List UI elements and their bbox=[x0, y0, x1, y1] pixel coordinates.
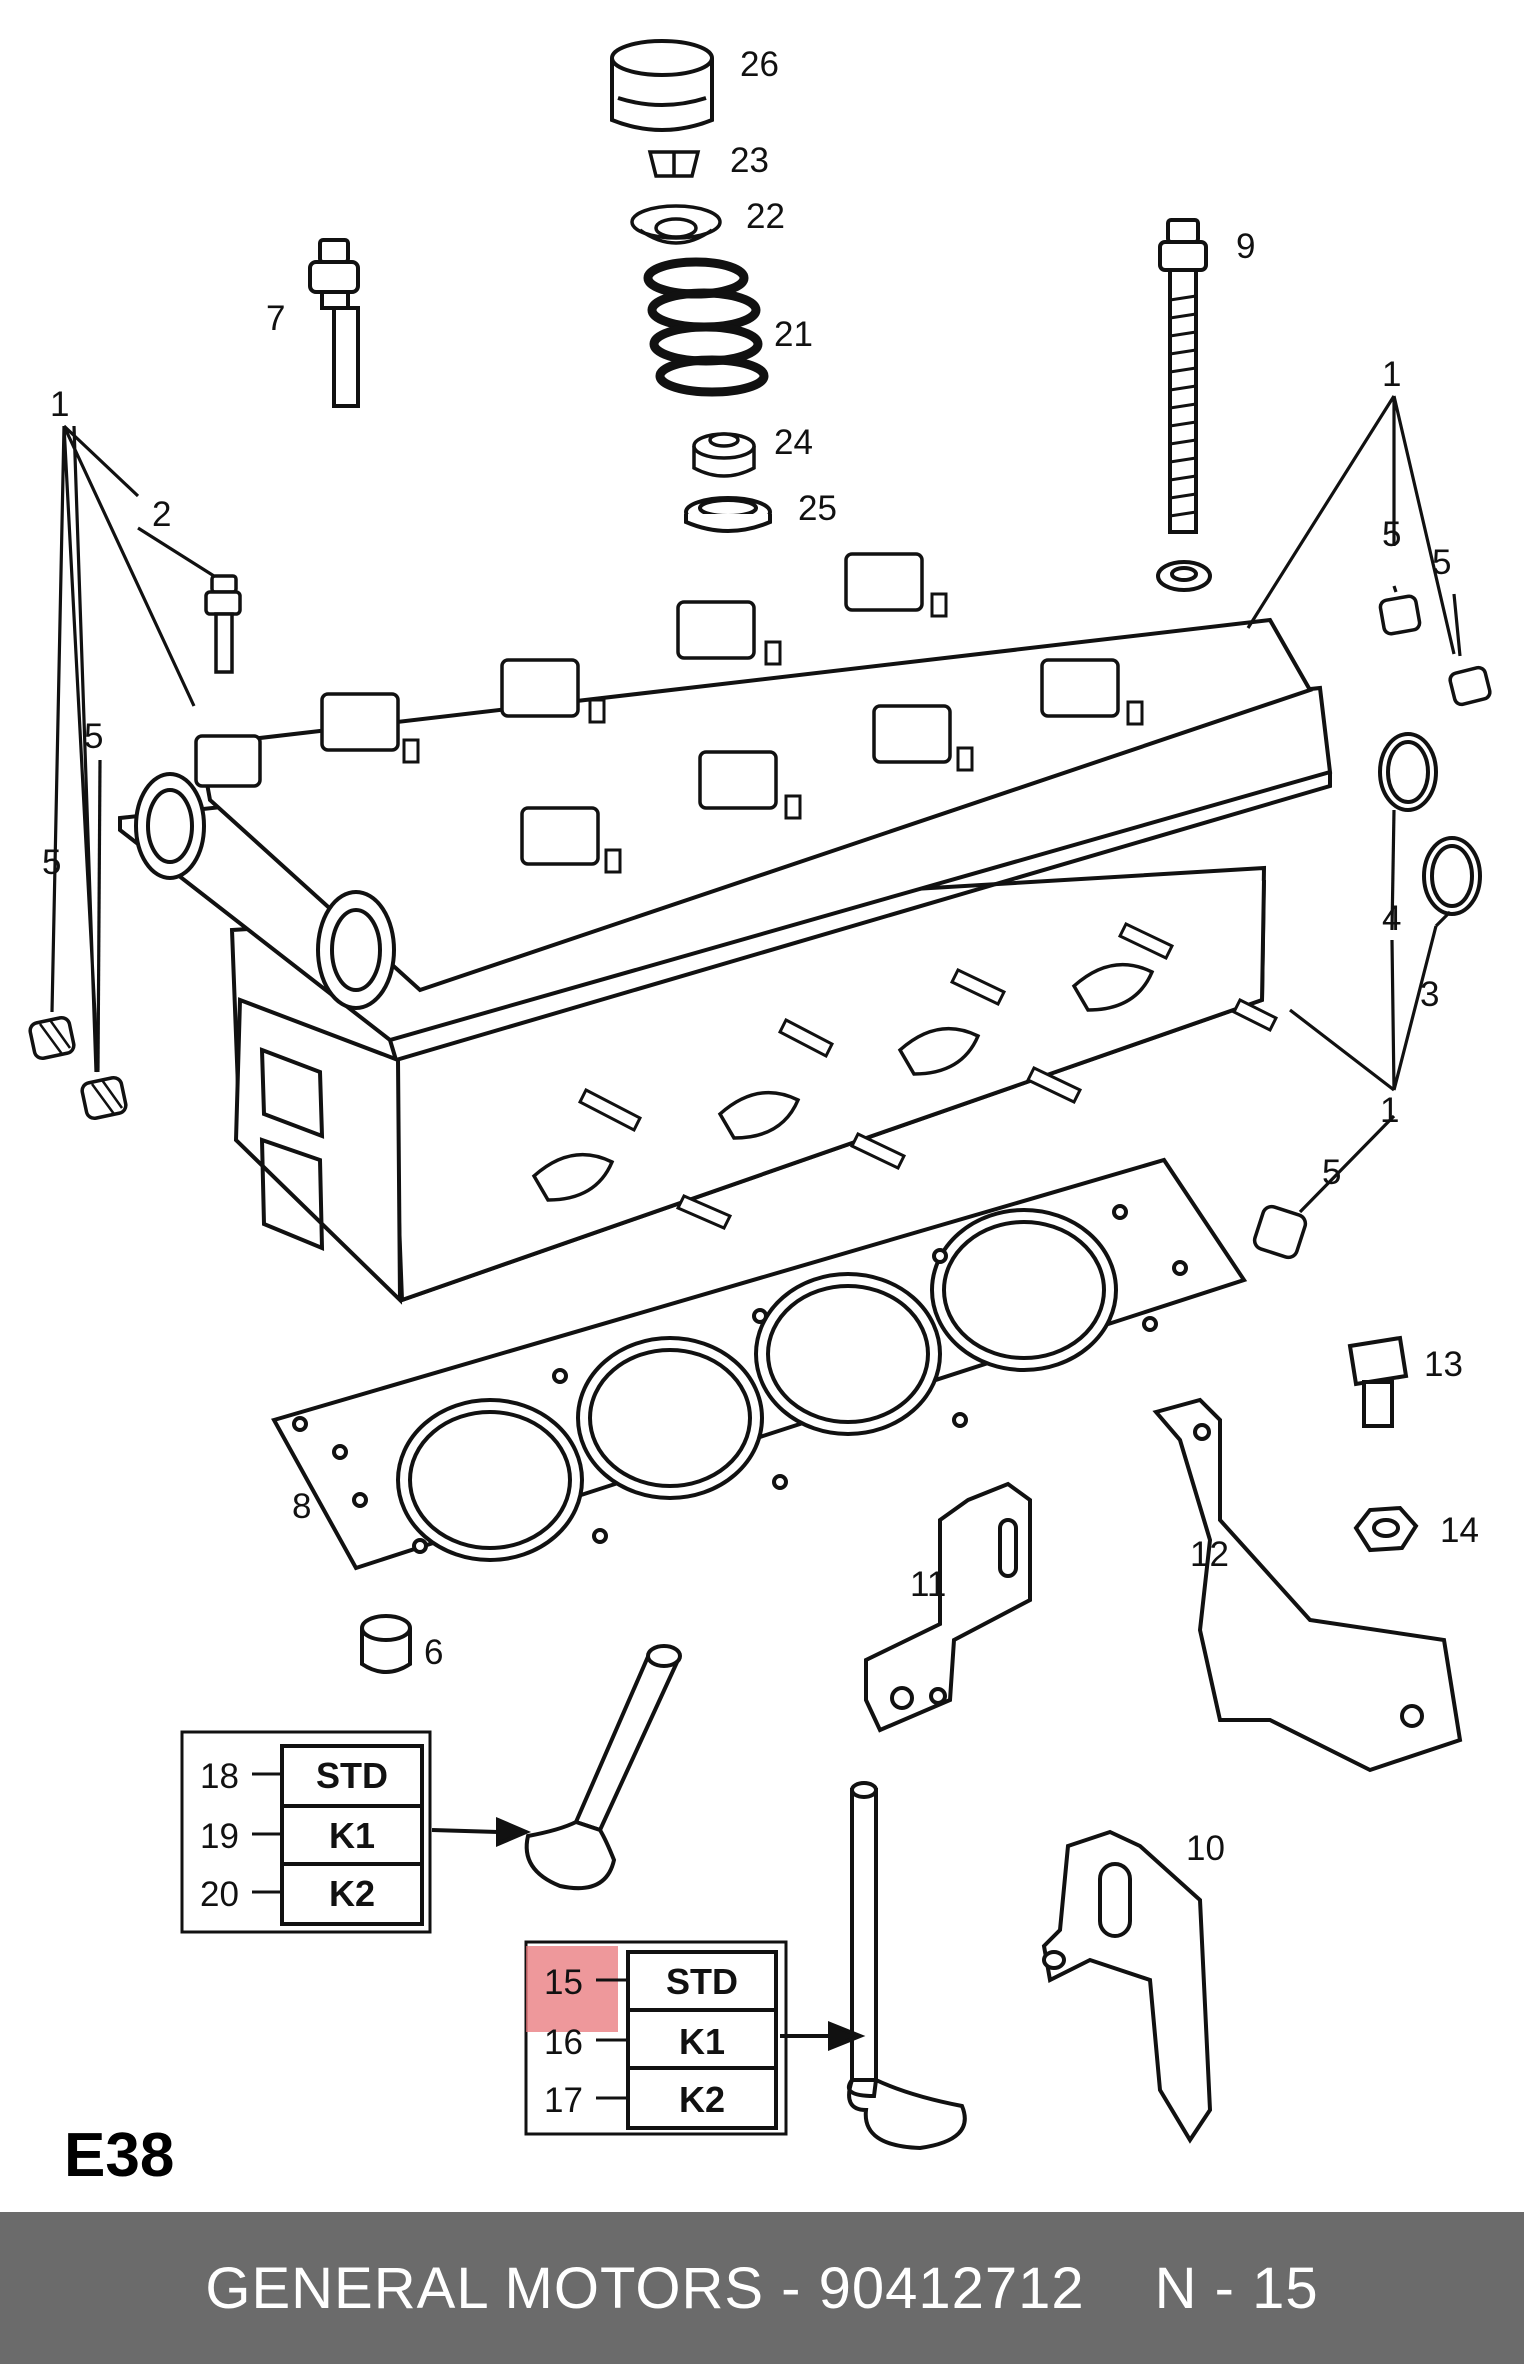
callout-10: 10 bbox=[1186, 1829, 1225, 1868]
intake-valve-size-table: 18 19 20 STD K1 K2 bbox=[180, 1730, 432, 1934]
footer-bar: GENERAL MOTORS - 90412712 N - 15 bbox=[0, 2212, 1524, 2364]
highlight-ref-15 bbox=[526, 1946, 618, 2032]
plug-5-right-c bbox=[1252, 1204, 1308, 1260]
head-bolt-9 bbox=[1158, 218, 1208, 534]
bolt-2 bbox=[204, 574, 242, 674]
bolt-13 bbox=[1347, 1335, 1409, 1428]
intake-code-k1: K1 bbox=[329, 1815, 375, 1856]
callout-1-right-top: 1 bbox=[1382, 355, 1401, 394]
table-arrows bbox=[431, 1816, 866, 2051]
cylinder-head-exploded-diagram: 26 23 22 21 24 25 7 9 1 2 5 5 1 5 5 4 3 … bbox=[28, 39, 1492, 2190]
exhaust-ref-16: 16 bbox=[544, 2023, 583, 2062]
exhaust-ref-15: 15 bbox=[544, 1963, 583, 2002]
callout-9: 9 bbox=[1236, 227, 1255, 266]
callout-8: 8 bbox=[292, 1487, 311, 1526]
callout-13: 13 bbox=[1424, 1345, 1463, 1384]
valve-stem-seal-24 bbox=[692, 432, 756, 478]
callout-5-left-a: 5 bbox=[42, 843, 61, 882]
intake-code-std: STD bbox=[316, 1755, 388, 1796]
callout-5-right-b: 5 bbox=[1432, 543, 1451, 582]
exhaust-valve bbox=[846, 1781, 967, 2151]
callout-12: 12 bbox=[1190, 1535, 1229, 1574]
cam-cap-studs bbox=[402, 592, 1144, 874]
valve-tappet-26 bbox=[610, 39, 714, 132]
spring-retainer-22 bbox=[630, 204, 722, 245]
exhaust-valve-size-table: 15 16 17 STD K1 K2 bbox=[524, 1940, 788, 2136]
footer-separator: - bbox=[781, 2255, 802, 2321]
bracket-11 bbox=[864, 1481, 1032, 1733]
leader-lines bbox=[50, 395, 1462, 1214]
intake-ref-18: 18 bbox=[200, 1757, 239, 1796]
callout-26: 26 bbox=[740, 45, 779, 84]
spring-seat-25 bbox=[684, 496, 772, 533]
callout-11: 11 bbox=[910, 1565, 946, 1604]
footer-brand: GENERAL MOTORS bbox=[205, 2255, 765, 2321]
exhaust-code-std: STD bbox=[666, 1961, 738, 2002]
nut-14 bbox=[1353, 1505, 1419, 1553]
callout-3: 3 bbox=[1420, 975, 1439, 1014]
intake-code-k2: K2 bbox=[329, 1873, 375, 1914]
cap-4 bbox=[1378, 732, 1438, 812]
exhaust-code-k1: K1 bbox=[679, 2021, 725, 2062]
callout-14: 14 bbox=[1440, 1511, 1479, 1550]
exhaust-ref-17: 17 bbox=[544, 2081, 583, 2120]
callout-5-right-a: 5 bbox=[1382, 515, 1401, 554]
callout-5-right-c: 5 bbox=[1322, 1153, 1341, 1192]
head-bolt-washer bbox=[1156, 560, 1212, 592]
callout-1-right-bottom: 1 bbox=[1380, 1091, 1399, 1130]
dowel-sleeve-6 bbox=[360, 1614, 412, 1674]
intake-ref-19: 19 bbox=[200, 1817, 239, 1856]
callout-25: 25 bbox=[798, 489, 837, 528]
plug-5-left-b bbox=[80, 1075, 128, 1121]
head-gasket-8 bbox=[271, 1157, 1248, 1571]
exhaust-code-k2: K2 bbox=[679, 2079, 725, 2120]
bolt-7 bbox=[308, 238, 360, 408]
callout-22: 22 bbox=[746, 197, 785, 236]
exhaust-studs bbox=[577, 922, 1279, 1230]
intake-valve bbox=[524, 1644, 682, 1891]
callout-5-left-b: 5 bbox=[84, 717, 103, 756]
bracket-10 bbox=[1041, 1829, 1213, 2144]
intake-ref-20: 20 bbox=[200, 1875, 239, 1914]
callout-21: 21 bbox=[774, 315, 813, 354]
callout-7: 7 bbox=[266, 299, 285, 338]
cap-3 bbox=[1422, 836, 1482, 916]
bracket-12 bbox=[1152, 1397, 1463, 1773]
plug-5-left-a bbox=[28, 1015, 76, 1061]
callout-6: 6 bbox=[424, 1633, 443, 1672]
exhaust-ports bbox=[531, 962, 1155, 1202]
callout-2: 2 bbox=[152, 495, 171, 534]
valve-spring-21 bbox=[643, 257, 769, 397]
footer-part-number: 90412712 bbox=[818, 2255, 1085, 2321]
callout-4: 4 bbox=[1382, 899, 1401, 938]
valve-keeper-23 bbox=[647, 150, 701, 178]
callout-1-left: 1 bbox=[50, 385, 69, 424]
callout-23: 23 bbox=[730, 141, 769, 180]
plug-5-right-b bbox=[1448, 665, 1492, 707]
cam-bearing-caps bbox=[194, 552, 1120, 866]
callout-24: 24 bbox=[774, 423, 813, 462]
plug-5-right-a bbox=[1378, 594, 1422, 636]
figure-code: E38 bbox=[64, 2121, 174, 2190]
callout-labels: 26 23 22 21 24 25 7 9 1 2 5 5 1 5 5 4 3 … bbox=[42, 45, 1479, 1868]
footer-position: N - 15 bbox=[1154, 2255, 1319, 2321]
